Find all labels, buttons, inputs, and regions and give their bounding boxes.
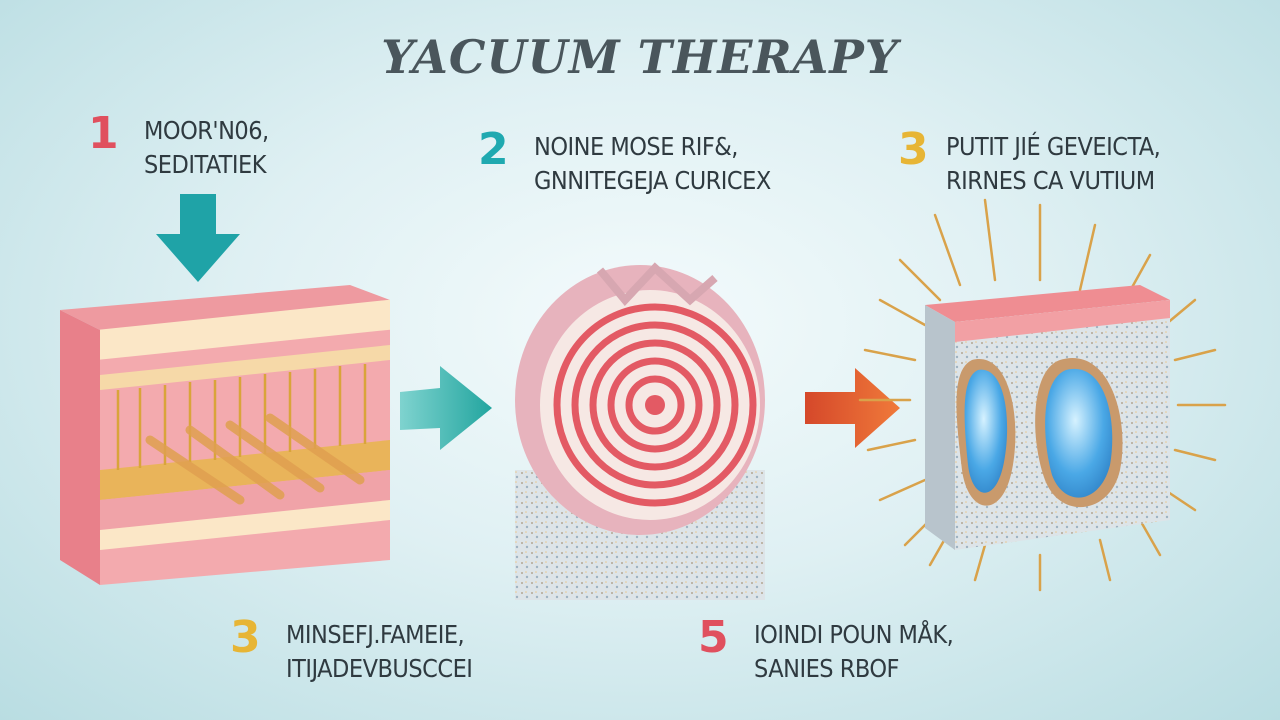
- step-number: 2: [478, 124, 509, 175]
- step-number: 5: [698, 612, 729, 663]
- step-number: 1: [88, 108, 119, 159]
- step-number: 3: [230, 612, 261, 663]
- right-arrow-icon: [805, 368, 900, 448]
- skin-layers-block: [60, 285, 390, 585]
- step-line-2: SANIES RBOF: [754, 654, 899, 683]
- step-text: PUTIT JIÉ GEVEICTA, RIRNES CA VUTIUM: [946, 130, 1161, 198]
- spiral-tissue-block: [515, 262, 765, 600]
- step-line-2: SEDITATIEK: [144, 150, 266, 179]
- fat-pocket-block: [858, 198, 1227, 592]
- step-text: MOOR'N06, SEDITATIEK: [144, 114, 269, 182]
- step-line-1: MOOR'N06,: [144, 116, 269, 145]
- step-line-2: RIRNES CA VUTIUM: [946, 166, 1155, 195]
- down-arrow-icon: [156, 194, 240, 282]
- watermark: [1264, 580, 1278, 710]
- step-line-1: MINSEFJ.FAMEIE,: [286, 620, 465, 649]
- step-number: 3: [898, 124, 929, 175]
- step-line-1: PUTIT JIÉ GEVEICTA,: [946, 132, 1161, 161]
- step-line-2: GNNITEGEJA CURICEX: [534, 166, 771, 195]
- step-line-1: NOINE MOSE RIF&,: [534, 132, 738, 161]
- right-arrow-icon: [400, 366, 492, 450]
- step-text: MINSEFJ.FAMEIE, ITIJADEVBUSCCEI: [286, 618, 473, 686]
- step-text: NOINE MOSE RIF&, GNNITEGEJA CURICEX: [534, 130, 771, 198]
- step-line-1: IOINDI POUN MÅK,: [754, 620, 954, 649]
- step-text: IOINDI POUN MÅK, SANIES RBOF: [754, 618, 954, 686]
- step-line-2: ITIJADEVBUSCCEI: [286, 654, 473, 683]
- page-title: YACUUM THERAPY: [381, 30, 899, 84]
